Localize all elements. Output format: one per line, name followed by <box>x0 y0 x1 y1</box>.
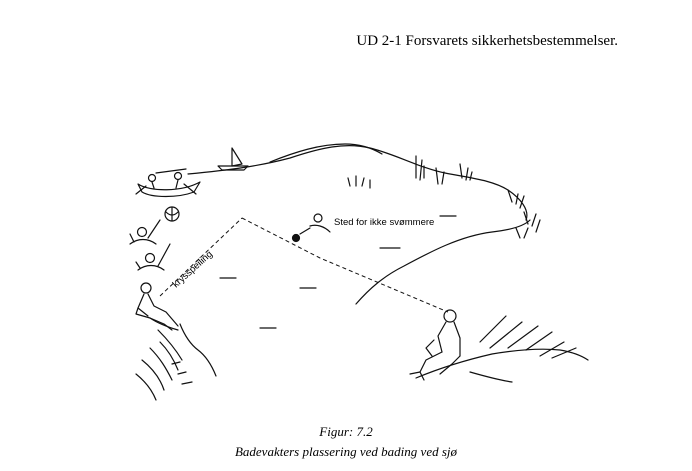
ball-drawing <box>164 206 180 222</box>
crossing-line-left <box>159 217 243 297</box>
figure-caption-text: Badevakters plassering ved bading ved sj… <box>234 444 458 459</box>
crossing-line-top <box>241 217 449 313</box>
far-shore-outline <box>187 145 528 221</box>
reeds-drawing <box>347 155 541 239</box>
nonswimmer-drawing <box>291 213 331 243</box>
swimmer-throwing-drawing <box>129 219 161 245</box>
bottom-left-shore-hatching <box>135 329 193 401</box>
left-shoreline <box>179 323 217 377</box>
far-hill-ridge <box>269 143 383 163</box>
figure-caption-number: Figur: 7.2 <box>319 424 373 439</box>
rowing-boat-drawing <box>135 171 201 198</box>
near-shore-line <box>355 219 531 305</box>
lifeguard-placement-illustration: krysspeiling Sted for ikke svømmere <box>120 128 590 406</box>
sailboat-drawing <box>217 147 249 171</box>
swimmer-waving-drawing <box>135 243 171 271</box>
crossing-label: krysspeiling <box>171 249 215 290</box>
fishing-rod-line <box>155 168 187 174</box>
bottom-right-shore-line <box>415 348 589 379</box>
water-ripples <box>219 215 457 329</box>
lifeguard-right-drawing <box>409 309 461 381</box>
lifeguard-left-drawing <box>135 282 179 331</box>
nonswimmer-label: Sted for ikke svømmere <box>334 217 434 228</box>
illustration-canvas: krysspeiling Sted for ikke svømmere <box>129 143 589 401</box>
bottom-right-grass <box>469 315 577 383</box>
document-header-title: UD 2-1 Forsvarets sikkerhetsbestemmelser… <box>356 33 618 49</box>
